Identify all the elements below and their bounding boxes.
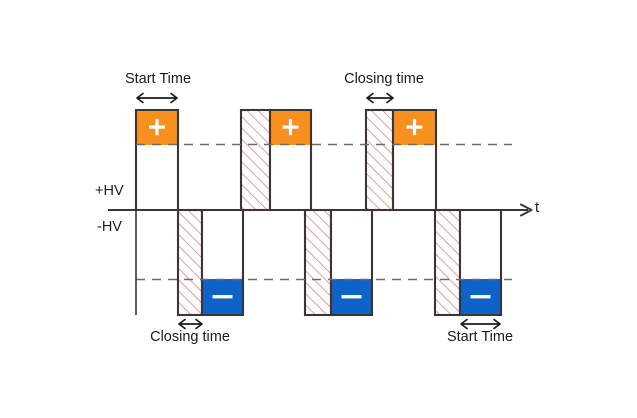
minus-icon — [212, 295, 233, 299]
minus-icon — [341, 295, 362, 299]
label-positive-hv: +HV — [95, 183, 124, 199]
label-start-time-bottom: Start Time — [446, 329, 514, 345]
label-closing-time-bottom: Closing time — [150, 329, 230, 345]
pulse-2-closing-hatch — [178, 210, 202, 315]
annotation-arrow-start-time-top — [136, 92, 178, 104]
axis-arrowhead — [520, 203, 533, 217]
pulse-2-negative — [176, 208, 245, 317]
label-negative-hv: -HV — [97, 219, 122, 235]
annotation-arrow-closing-time-bottom — [178, 318, 203, 330]
pulse-5-positive — [364, 108, 438, 212]
annotation-arrow-closing-time-top — [366, 92, 394, 104]
pulse-5-closing-hatch — [366, 110, 393, 210]
pulse-4-closing-hatch — [305, 210, 331, 315]
pulse-4-negative — [303, 208, 374, 317]
label-start-time-top: Start Time — [124, 71, 192, 87]
minus-icon — [470, 295, 491, 299]
pulse-1-positive — [134, 108, 180, 210]
plus-icon — [149, 119, 165, 136]
plus-icon — [282, 119, 299, 136]
pulse-6-closing-hatch — [435, 210, 460, 315]
label-closing-time-top: Closing time — [344, 71, 424, 87]
annotation-arrow-start-time-bottom — [460, 318, 501, 330]
plus-icon — [406, 119, 423, 136]
pulse-6-negative — [433, 208, 503, 317]
time-axis — [108, 203, 533, 217]
pulse-3-positive — [239, 108, 313, 212]
label-time-axis: t — [535, 199, 540, 216]
pulse-3-closing-hatch — [241, 110, 270, 210]
